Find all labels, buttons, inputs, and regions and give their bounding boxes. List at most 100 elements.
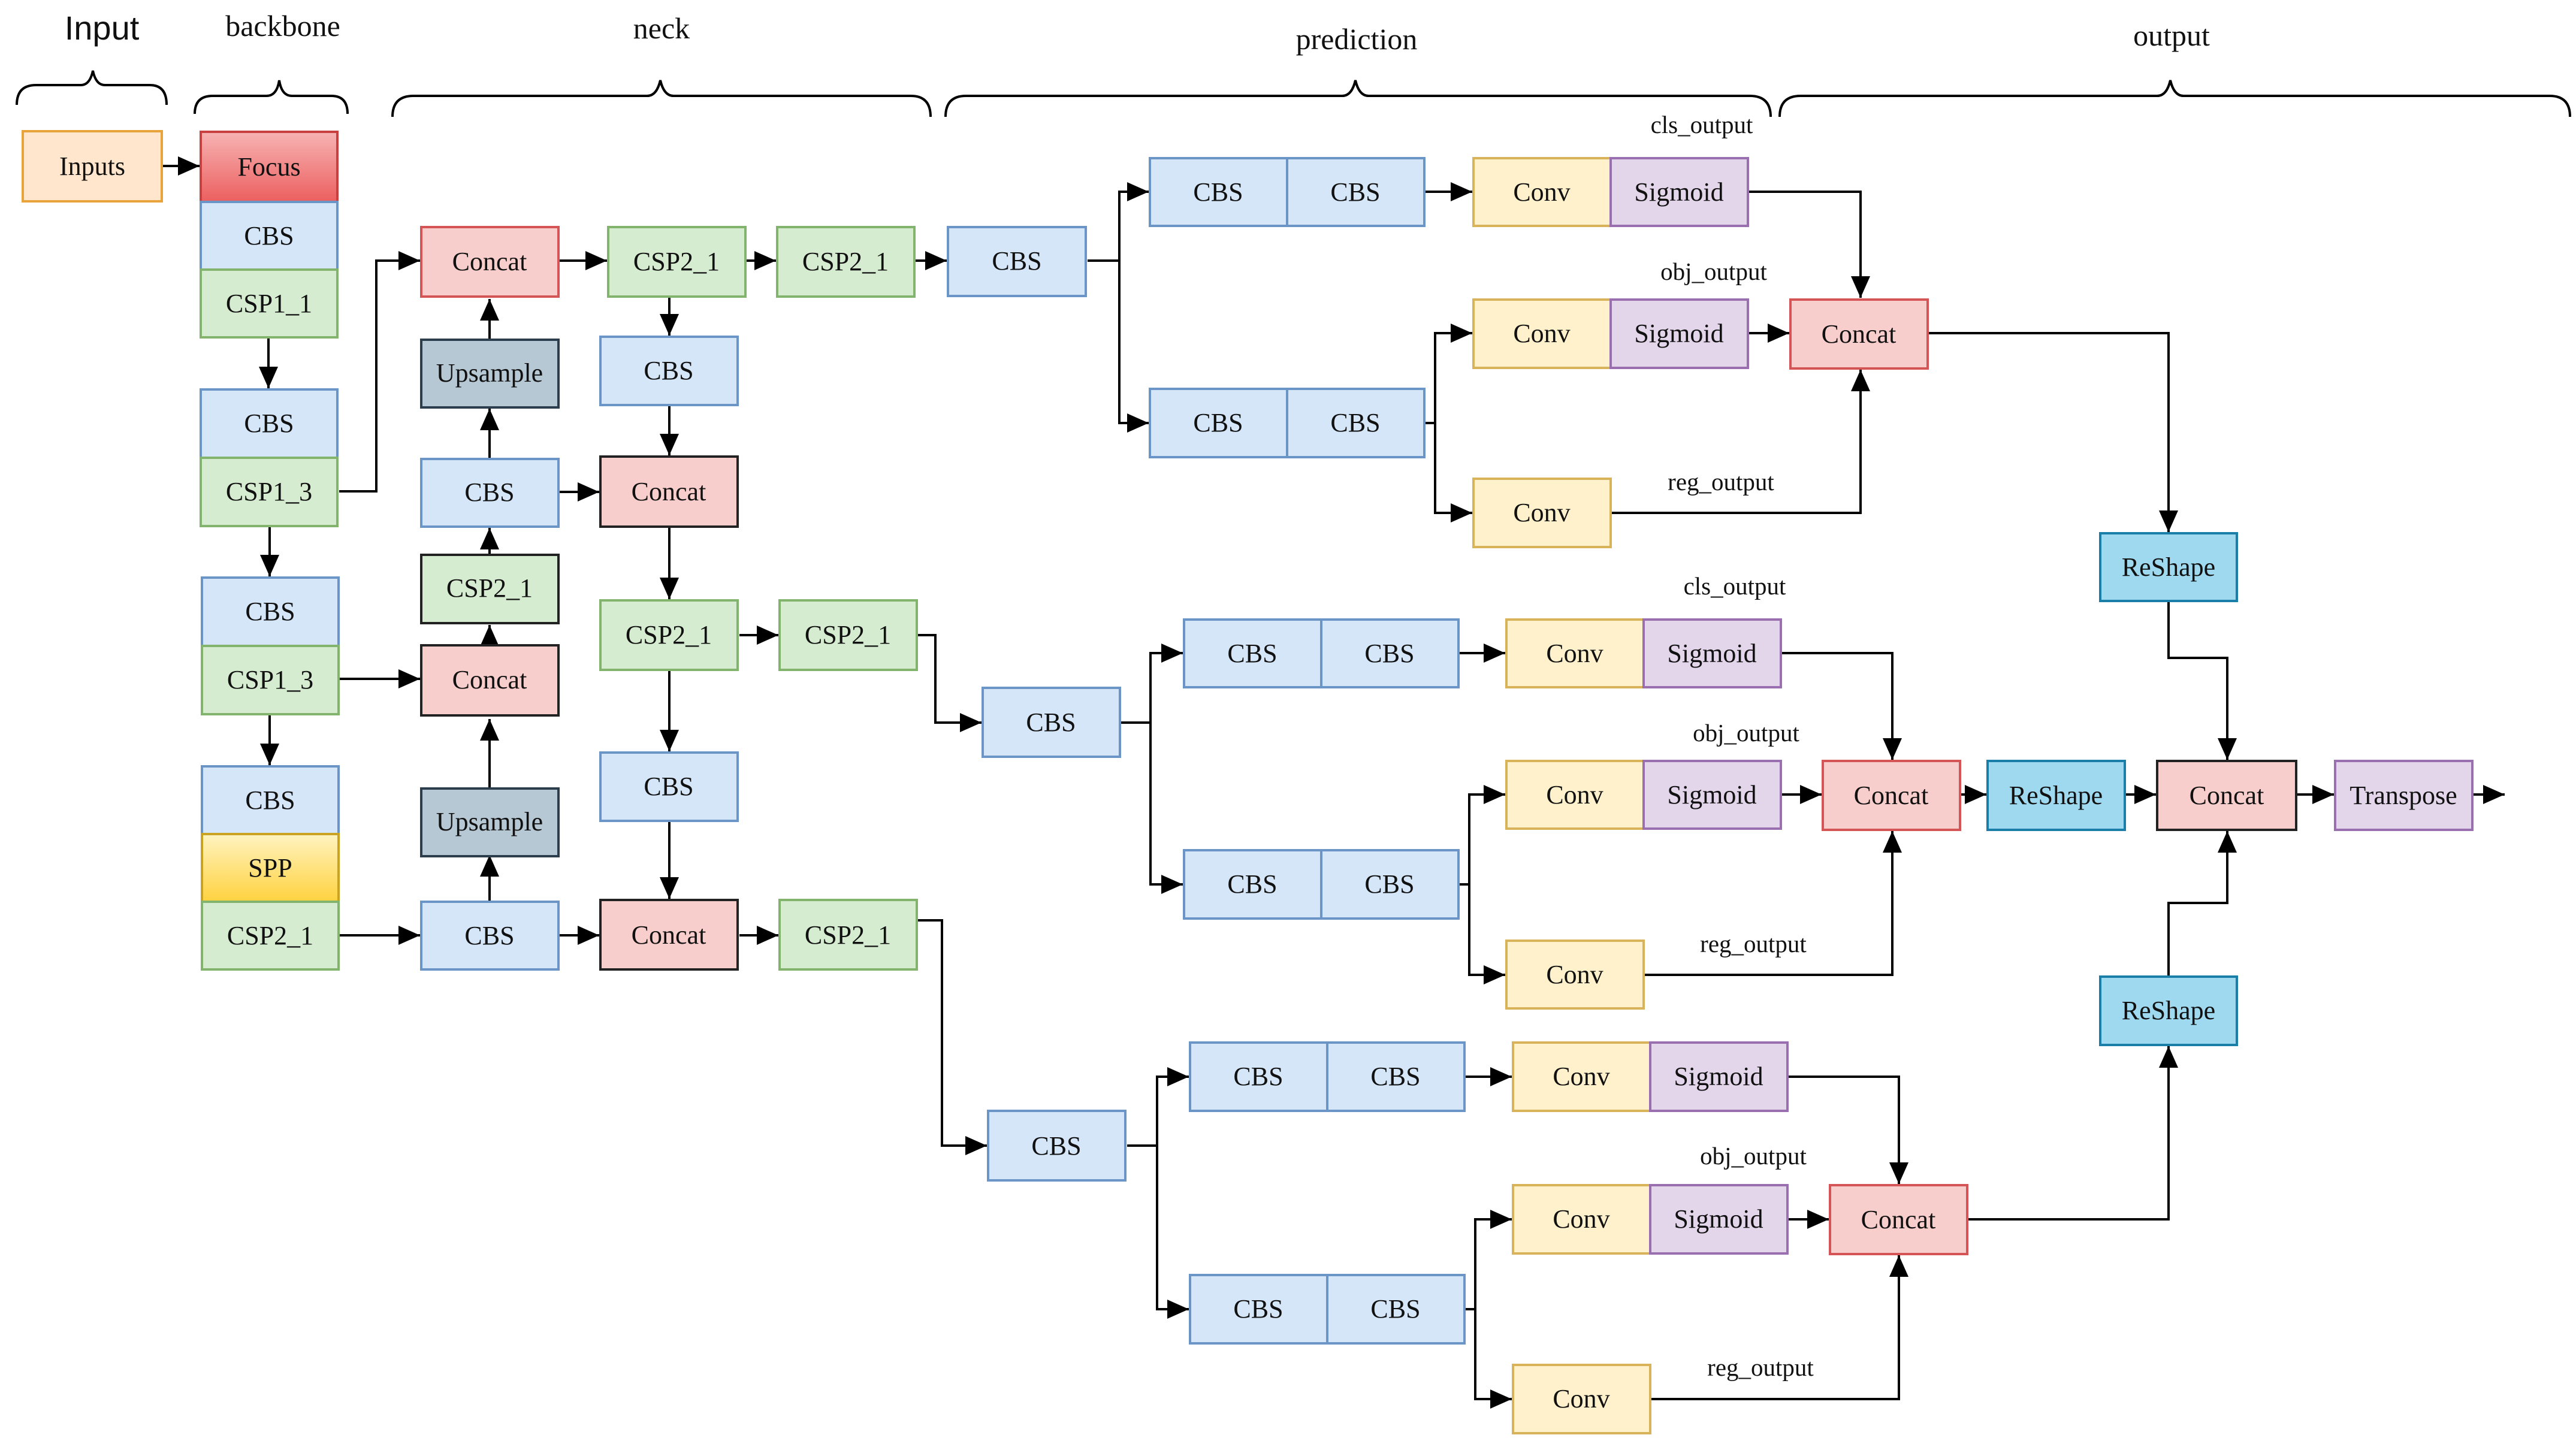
backbone-spp: SPP	[201, 833, 340, 903]
head2-obj-conv-label: Conv	[1546, 780, 1603, 809]
head2-reg-conv-label: Conv	[1546, 960, 1603, 989]
neck-cbs-left-bottom-label: CBS	[464, 921, 514, 950]
neck-concat-mid-label: Concat	[632, 477, 706, 506]
backbone-csp2-1-label: CSP2_1	[227, 921, 313, 950]
head1-cls-sigmoid-label: Sigmoid	[1634, 177, 1723, 207]
head2-reg-conv: Conv	[1505, 940, 1645, 1010]
backbone-cbs-3: CBS	[201, 576, 340, 647]
head3-cbs-in-label: CBS	[1031, 1131, 1081, 1161]
head2-cls-cbs-a-label: CBS	[1227, 639, 1277, 668]
inputs-node: Inputs	[22, 130, 163, 203]
head3-reg-output-label: reg_output	[1707, 1354, 1814, 1381]
neck-concat-mid-left: Concat	[420, 644, 560, 717]
brace-backbone	[194, 80, 349, 114]
focus-node: Focus	[200, 131, 339, 203]
neck-upsample-bottom: Upsample	[420, 787, 560, 857]
neck-csp2-1-left: CSP2_1	[420, 554, 560, 624]
head1-reg-cbs-a: CBS	[1149, 388, 1288, 458]
head2-obj-output-label: obj_output	[1693, 719, 1799, 747]
head2-obj-sigmoid: Sigmoid	[1642, 760, 1782, 830]
head3-cbs-in: CBS	[987, 1110, 1127, 1182]
head3-obj-sigmoid-label: Sigmoid	[1674, 1204, 1763, 1234]
head1-cls-sigmoid: Sigmoid	[1609, 157, 1749, 227]
head1-reg-conv: Conv	[1472, 478, 1612, 548]
section-title-prediction: prediction	[1296, 22, 1418, 56]
head2-reg-cbs-a-label: CBS	[1227, 869, 1277, 899]
head1-reg-cbs-a-label: CBS	[1193, 408, 1243, 437]
head3-reg-conv: Conv	[1512, 1364, 1651, 1434]
output-concat-label: Concat	[2190, 781, 2264, 810]
neck-cbs-mid-top-label: CBS	[644, 356, 693, 385]
head1-cls-cbs-b: CBS	[1286, 157, 1426, 227]
section-title-input: Input	[65, 9, 140, 47]
output-reshape-top-label: ReShape	[2122, 552, 2215, 582]
head1-obj-conv: Conv	[1472, 298, 1612, 369]
backbone-cbs-4: CBS	[201, 765, 340, 835]
section-title-neck: neck	[633, 11, 690, 45]
head2-reg-output-label: reg_output	[1700, 930, 1807, 957]
brace-input	[16, 70, 168, 105]
head3-cls-cbs-a: CBS	[1189, 1041, 1328, 1112]
head3-concat: Concat	[1829, 1184, 1968, 1255]
backbone-csp1-3a-label: CSP1_3	[226, 477, 312, 506]
neck-csp2-1-left-label: CSP2_1	[446, 573, 533, 603]
head1-cbs-in: CBS	[947, 226, 1087, 297]
output-reshape-top: ReShape	[2099, 532, 2238, 602]
head1-cls-cbs-b-label: CBS	[1330, 177, 1380, 207]
focus-label: Focus	[237, 152, 300, 182]
head2-cbs-in: CBS	[982, 687, 1121, 758]
head2-cls-sigmoid: Sigmoid	[1642, 618, 1782, 688]
neck-section: Concat Upsample CBS CSP2_1 Concat Upsamp…	[420, 226, 918, 971]
neck-upsample-top-label: Upsample	[436, 358, 543, 388]
head3-cls-cbs-b: CBS	[1326, 1041, 1466, 1112]
head1-obj-output-label: obj_output	[1660, 258, 1767, 285]
neck-upsample-bottom-label: Upsample	[436, 807, 543, 836]
neck-concat-top-label: Concat	[452, 247, 527, 276]
output-reshape-bottom: ReShape	[2099, 975, 2238, 1046]
head3-reg-cbs-b: CBS	[1326, 1274, 1466, 1345]
head2-obj-sigmoid-label: Sigmoid	[1667, 780, 1756, 809]
backbone-spp-label: SPP	[248, 853, 292, 883]
neck-concat-top: Concat	[420, 226, 560, 298]
section-title-output: output	[2133, 19, 2210, 52]
neck-concat-mid-left-label: Concat	[452, 665, 527, 694]
head3-cls-cbs-b-label: CBS	[1370, 1062, 1420, 1091]
head3-cls-sigmoid: Sigmoid	[1649, 1041, 1789, 1112]
head2-obj-conv: Conv	[1505, 760, 1645, 830]
backbone-cbs-2-label: CBS	[244, 409, 294, 438]
head3-cls-conv: Conv	[1512, 1041, 1651, 1112]
head2-concat-label: Concat	[1854, 781, 1929, 810]
head1-reg-output-label: reg_output	[1668, 468, 1774, 496]
neck-cbs-left-bottom: CBS	[420, 901, 560, 971]
prediction-head-3: CBS CBS CBS CBS CBS Conv	[987, 1041, 1968, 1434]
head2-cls-cbs-b-label: CBS	[1364, 639, 1414, 668]
head2-reg-cbs-b-label: CBS	[1364, 869, 1414, 899]
neck-csp2-1-top-label: CSP2_1	[633, 247, 720, 276]
head1-concat-label: Concat	[1822, 319, 1896, 349]
head2-cls-cbs-b: CBS	[1320, 618, 1460, 688]
neck-cbs-mid-bottom: CBS	[599, 751, 739, 822]
head2-cbs-in-label: CBS	[1026, 708, 1076, 737]
brace-prediction	[944, 80, 1772, 117]
head3-cls-sigmoid-label: Sigmoid	[1674, 1062, 1763, 1091]
neck-csp2-1-mid2-label: CSP2_1	[805, 620, 891, 650]
head1-reg-cbs-b: CBS	[1286, 388, 1426, 458]
head3-cls-conv-label: Conv	[1553, 1062, 1609, 1091]
head3-reg-cbs-b-label: CBS	[1370, 1294, 1420, 1324]
head2-cls-output-label: cls_output	[1684, 572, 1786, 600]
backbone-csp1-3b-label: CSP1_3	[227, 665, 313, 694]
output-section: ReShape ReShape ReShape Concat Transpose	[1986, 532, 2474, 1046]
head3-reg-cbs-a-label: CBS	[1233, 1294, 1283, 1324]
head3-obj-conv: Conv	[1512, 1184, 1651, 1255]
head1-obj-sigmoid-label: Sigmoid	[1634, 319, 1723, 348]
backbone-csp1-3b: CSP1_3	[201, 645, 340, 715]
head3-reg-conv-label: Conv	[1553, 1384, 1609, 1413]
neck-csp2-1-top2: CSP2_1	[776, 226, 916, 298]
neck-concat-mid: Concat	[599, 455, 739, 528]
prediction-head-1: CBS CBS CBS CBS CBS Conv	[947, 111, 1929, 548]
head3-cls-cbs-a-label: CBS	[1233, 1062, 1283, 1091]
head1-cls-cbs-a-label: CBS	[1193, 177, 1243, 207]
backbone-csp2-1: CSP2_1	[201, 901, 340, 971]
head2-cls-sigmoid-label: Sigmoid	[1667, 639, 1756, 668]
output-transpose-label: Transpose	[2349, 781, 2457, 810]
